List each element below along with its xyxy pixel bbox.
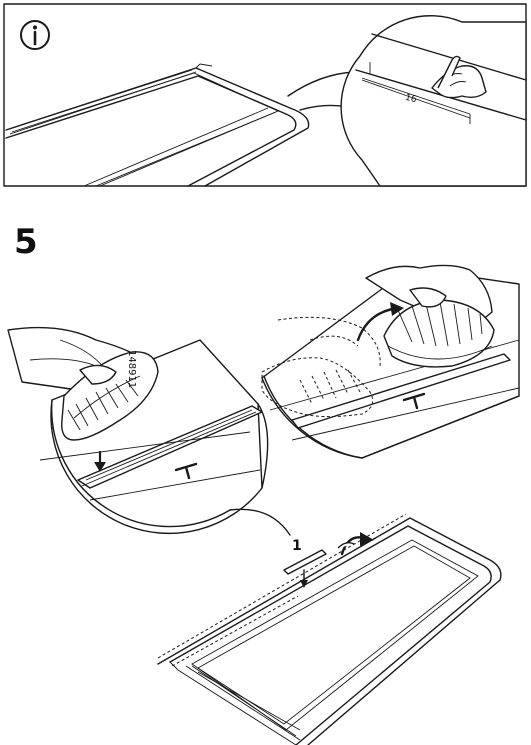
left-magnifier	[7, 326, 291, 536]
seal-strip	[77, 405, 263, 489]
hand-with-roller	[7, 326, 159, 441]
ghost-hand	[261, 316, 381, 418]
seal-strip-right	[291, 353, 511, 429]
info-panel	[3, 3, 527, 187]
part-code: 148911	[126, 350, 137, 389]
main-frame	[157, 513, 502, 745]
arrow-down-icon	[94, 450, 106, 472]
strip-piece	[283, 549, 327, 575]
profile-symbol-right	[402, 392, 426, 410]
sub-step-label: 1	[292, 538, 302, 554]
info-icon	[20, 20, 50, 50]
rotate-arrow-icon	[356, 302, 404, 342]
profile-symbol	[174, 462, 198, 480]
info-magnifier	[340, 15, 527, 187]
corner-arrow-icon	[337, 532, 374, 556]
step-number: 5	[14, 222, 38, 262]
right-magnifier	[261, 264, 520, 459]
info-frame-drawing	[5, 63, 365, 187]
hand-with-roller-right	[365, 264, 495, 368]
